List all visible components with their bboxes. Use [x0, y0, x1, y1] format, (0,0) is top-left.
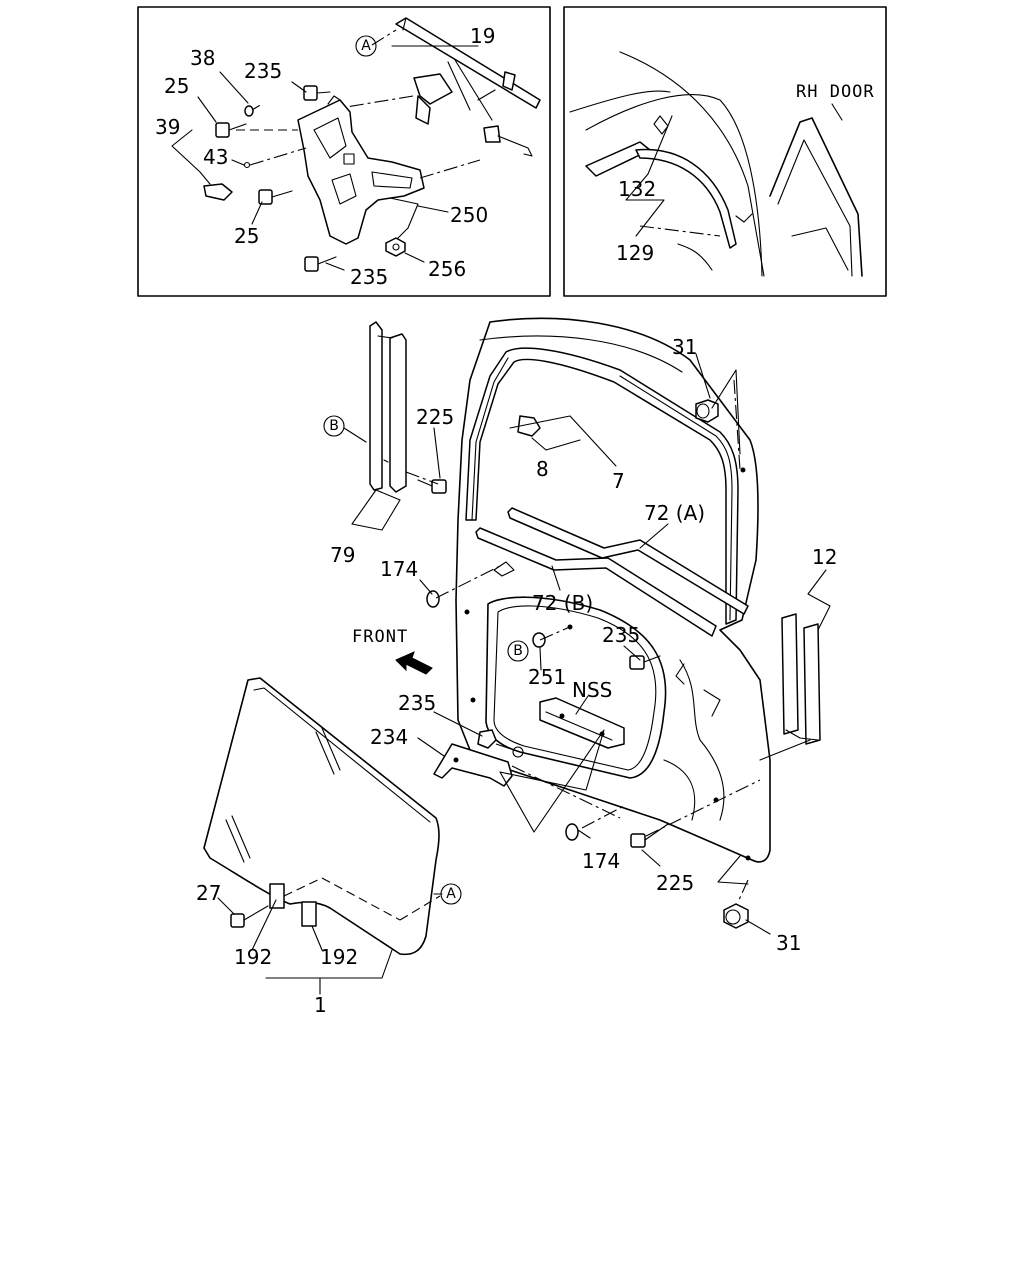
callout-8: 8: [536, 457, 549, 481]
callout-251: 251: [528, 665, 566, 689]
callout-25-inset-top: 25: [164, 74, 189, 98]
callout-39: 39: [155, 115, 180, 139]
callout-31-top: 31: [672, 335, 697, 359]
callout-circle-a-glass: [440, 883, 462, 905]
assembly-lines: [405, 379, 811, 903]
callout-235-right: 235: [602, 623, 640, 647]
bumper-31-top: [695, 399, 719, 423]
door-glass: [203, 677, 441, 956]
callout-132: 132: [618, 177, 656, 201]
front-label: FRONT: [352, 627, 408, 647]
callout-192-left: 192: [234, 945, 272, 969]
inset-fasteners: [203, 85, 481, 272]
callout-circle-b-mid: [507, 640, 529, 662]
callout-circle-b-left: [323, 415, 345, 437]
glass-run-channel: [465, 347, 739, 625]
callout-b-mid: B: [513, 643, 523, 659]
callout-174-top: 174: [380, 557, 418, 581]
callout-250: 250: [450, 203, 488, 227]
callout-19: 19: [470, 24, 495, 48]
callout-129: 129: [616, 241, 654, 265]
callout-174-bottom: 174: [582, 849, 620, 873]
inset-rh-door: RH DOOR 132 129: [563, 6, 887, 297]
callout-a-glass: A: [446, 886, 456, 902]
callout-235-inset-top: 235: [244, 59, 282, 83]
belt-moulding-a: [507, 507, 749, 615]
main-leaders: [217, 353, 831, 995]
bumper-31-bottom: [723, 903, 749, 929]
inset-left-leaders: [171, 45, 479, 271]
callout-31-bottom: 31: [776, 931, 801, 955]
callout-256: 256: [428, 257, 466, 281]
weatherstrip-12: [781, 613, 821, 745]
callout-225-top: 225: [416, 405, 454, 429]
callout-27: 27: [196, 881, 221, 905]
callout-235-inset-bottom: 235: [350, 265, 388, 289]
callout-38: 38: [190, 46, 215, 70]
callout-192-right: 192: [320, 945, 358, 969]
front-arrow: [395, 651, 433, 675]
callout-43: 43: [203, 145, 228, 169]
callout-1: 1: [314, 993, 327, 1017]
regulator-rail: [327, 17, 541, 157]
bracket-plate: [297, 95, 425, 245]
main-fasteners: [230, 415, 669, 928]
inset-frame-right: [563, 6, 887, 297]
callout-b-left: B: [329, 418, 339, 434]
inset-window-regulator: A 19 38 235 25 39 43 250 25 235 256: [137, 6, 551, 297]
rh-door-title: RH DOOR: [796, 82, 875, 102]
callout-235-mid: 235: [398, 691, 436, 715]
callout-72b: 72 (B): [532, 591, 593, 615]
nss-label: NSS: [572, 678, 612, 702]
belt-moulding-b: [475, 527, 717, 637]
guide-rail-79: [369, 321, 407, 493]
callout-234: 234: [370, 725, 408, 749]
callout-a-inset: A: [361, 38, 371, 54]
callout-7: 7: [612, 469, 625, 493]
callout-72a: 72 (A): [644, 501, 705, 525]
callout-circle-a-inset: [355, 35, 377, 57]
callout-79: 79: [330, 543, 355, 567]
callout-12: 12: [812, 545, 837, 569]
callout-225-bottom: 225: [656, 871, 694, 895]
callout-25-inset-bottom: 25: [234, 224, 259, 248]
inset-frame-left: [137, 6, 551, 297]
